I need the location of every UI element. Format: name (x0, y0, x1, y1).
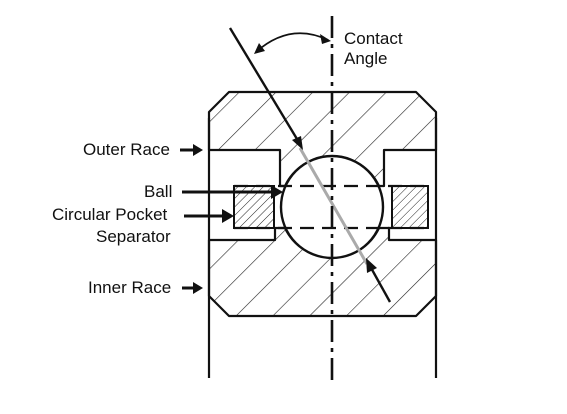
contact-angle-arc-arrow-right (320, 34, 331, 44)
contact-angle-arrowhead-lower (366, 258, 377, 273)
ball-arrowhead (271, 185, 283, 199)
separator-right (391, 185, 429, 229)
inner-race-label: Inner Race (88, 278, 171, 297)
outer-race-arrowhead (193, 144, 203, 156)
separator-label-line2: Separator (96, 227, 171, 246)
contact-angle-line-lower (368, 265, 392, 303)
separator-label-line1: Circular Pocket (52, 205, 168, 224)
contact-line (298, 147, 369, 265)
contact-angle-arc-arrow-left (254, 43, 265, 54)
contact-angle-arrowhead-upper (292, 136, 303, 150)
contact-angle-label-line2: Angle (344, 49, 387, 68)
ball-label: Ball (144, 182, 172, 201)
contact-angle-label-line1: Contact (344, 29, 403, 48)
separator-arrowhead (222, 209, 234, 223)
outer-race-label: Outer Race (83, 140, 170, 159)
contact-angle-arc (255, 32, 329, 53)
contact-angle-line-upper (228, 27, 302, 145)
inner-race-arrowhead (193, 282, 203, 294)
